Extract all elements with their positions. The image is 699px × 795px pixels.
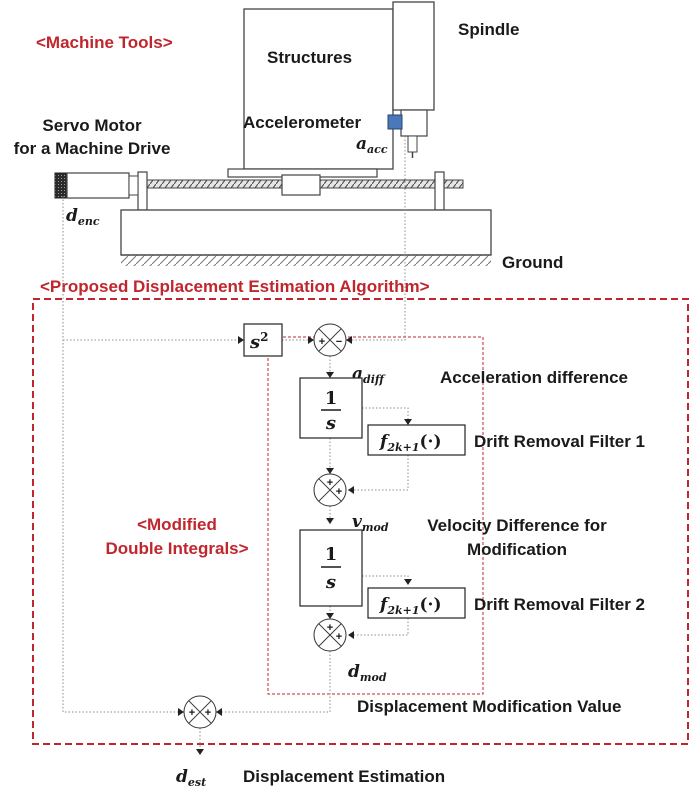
svg-text:+: + [319, 336, 325, 348]
modified-double-integrals-boundary [267, 336, 484, 695]
acceleration-difference-label: Acceleration difference [440, 368, 628, 387]
arrowhead-sum1-right [346, 336, 352, 344]
arrowhead-sum3-right [348, 631, 354, 639]
drift-removal-filter-2 [367, 587, 466, 619]
a-diff-symbol: adiff [352, 364, 386, 386]
svg-text:+: + [205, 707, 211, 719]
arrowhead-int1 [326, 372, 334, 378]
arrowhead-sum2-right [348, 486, 354, 494]
arrowhead-sum3-top [326, 613, 334, 619]
wire-filter2-to-sum3 [348, 618, 409, 636]
integrator-1-num: 1 [325, 388, 338, 409]
s-squared-block [243, 323, 283, 357]
algorithm-title: <Proposed Displacement Estimation Algori… [40, 277, 430, 296]
servo-motor-label-2: for a Machine Drive [14, 139, 171, 158]
integrator-2-den: s [325, 572, 336, 593]
drift-removal-filter-1 [367, 424, 466, 456]
bearing-right [434, 171, 445, 211]
summing-junction-3: + + [313, 618, 347, 652]
wire-filter1-to-sum2 [348, 455, 409, 491]
wire-accelerometer [346, 136, 406, 341]
wire-encoder-trunk [62, 196, 184, 713]
summing-junction-2: + + [313, 473, 347, 507]
svg-text:−: − [336, 336, 342, 348]
accelerometer-label: Accelerometer [243, 113, 362, 132]
structures-label: Structures [267, 48, 352, 67]
displacement-modification-label: Displacement Modification Value [357, 697, 622, 716]
servo-encoder [54, 172, 68, 199]
servo-motor-label-1: Servo Motor [42, 116, 142, 135]
arrowhead-sum1-left [308, 336, 314, 344]
arrowhead-int2 [326, 518, 334, 524]
summing-junction-1: + − [313, 323, 347, 357]
spindle-tool [407, 135, 418, 153]
displacement-estimation-label: Displacement Estimation [243, 767, 445, 786]
filter-1-expression: f2k+1(·) [379, 432, 442, 454]
arrowhead-sum4-left [178, 708, 184, 716]
ground-label: Ground [502, 253, 563, 272]
spindle-label: Spindle [458, 20, 519, 39]
svg-text:+: + [336, 631, 342, 643]
accelerometer-sensor [387, 114, 403, 130]
integrator-2-num: 1 [325, 544, 338, 565]
filter-2-expression: f2k+1(·) [379, 595, 442, 617]
arrowhead-s2-input [238, 336, 244, 344]
servo-motor-body [66, 172, 130, 199]
filter-1-label: Drift Removal Filter 1 [474, 432, 645, 451]
svg-text:+: + [327, 622, 333, 634]
arrowhead-output [196, 749, 204, 755]
velocity-label-2: Modification [467, 540, 567, 559]
wire-sum3-to-sum4 [216, 651, 331, 713]
svg-text:+: + [336, 486, 342, 498]
wire-int2-branch [362, 575, 409, 585]
velocity-label-1: Velocity Difference for [427, 516, 607, 535]
arrowhead-filter2 [404, 579, 412, 585]
integrator-2 [299, 529, 363, 607]
bearing-left [137, 171, 148, 211]
arrowhead-sum4-right [216, 708, 222, 716]
s-squared-label: s2 [249, 330, 269, 353]
modified-label-2: Double Integrals> [105, 539, 248, 558]
ground-hatch [121, 255, 491, 266]
filter-2-label: Drift Removal Filter 2 [474, 595, 645, 614]
structure-column [243, 8, 394, 170]
integrator-1-den: s [325, 413, 336, 434]
servo-coupling [128, 175, 139, 196]
v-mod-symbol: vmod [352, 512, 389, 534]
screw-nut [281, 174, 321, 196]
svg-text:+: + [189, 707, 195, 719]
machine-tools-title: <Machine Tools> [36, 33, 173, 52]
arrowheads [178, 336, 412, 755]
d-est-symbol: dest [176, 767, 206, 789]
wire-int1-branch [362, 407, 409, 425]
a-acc-symbol: aacc [356, 134, 388, 156]
d-mod-symbol: dmod [348, 662, 387, 684]
spindle-nose [400, 109, 428, 137]
modified-label-1: <Modified [137, 515, 217, 534]
integrator-1 [299, 377, 363, 439]
summing-junction-4: + + [183, 695, 217, 729]
svg-text:+: + [327, 477, 333, 489]
d-enc-symbol: denc [66, 206, 100, 228]
arrowhead-sum2-top [326, 468, 334, 474]
arrowhead-filter1 [404, 419, 412, 425]
spindle-housing [392, 1, 435, 111]
machine-bed [120, 209, 492, 256]
